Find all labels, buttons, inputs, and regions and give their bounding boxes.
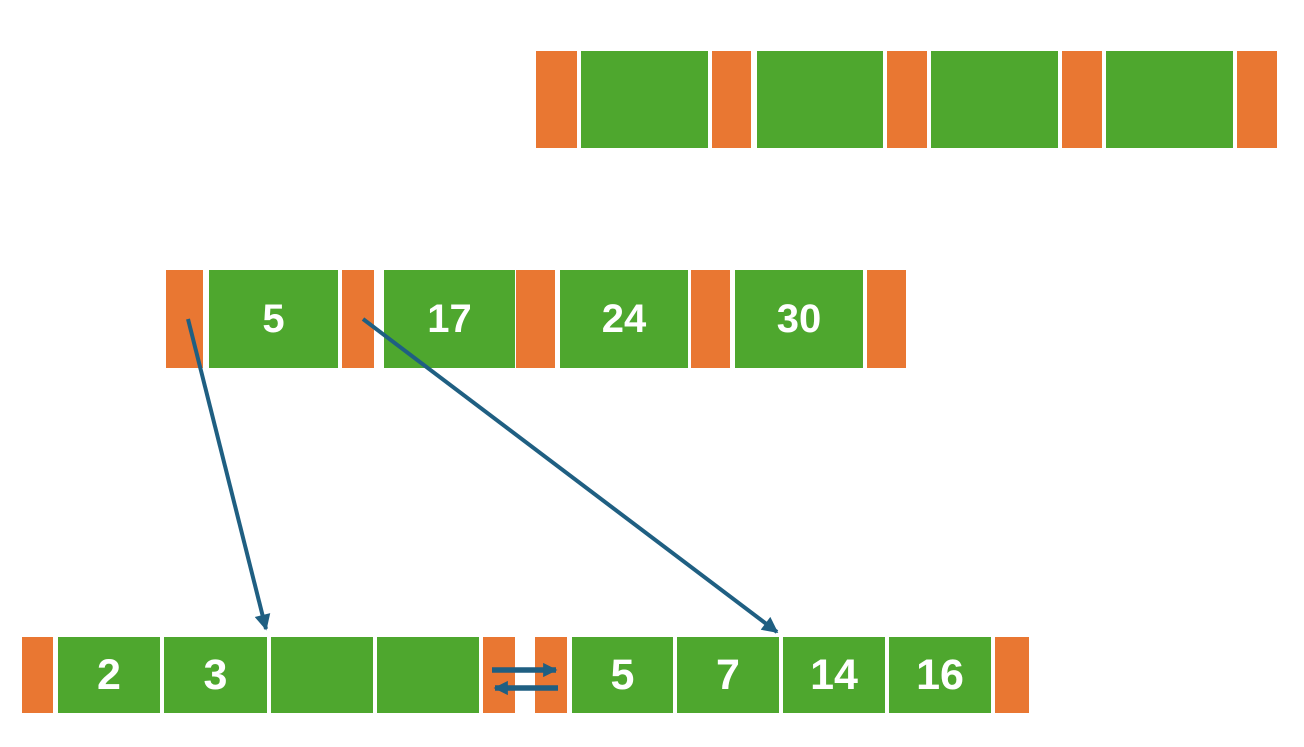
key-cell bbox=[271, 637, 373, 713]
key-cell: 2 bbox=[58, 637, 160, 713]
key-cell bbox=[581, 51, 708, 148]
pointer-cell bbox=[342, 270, 374, 368]
pointer-cell bbox=[712, 51, 751, 148]
key-cell: 7 bbox=[677, 637, 779, 713]
pointer-cell bbox=[1237, 51, 1277, 148]
pointer-cell bbox=[535, 637, 567, 713]
key-cell: 5 bbox=[209, 270, 338, 368]
key-cell: 17 bbox=[384, 270, 515, 368]
pointer-cell bbox=[867, 270, 906, 368]
key-cell: 14 bbox=[783, 637, 885, 713]
key-cell bbox=[757, 51, 883, 148]
pointer-cell bbox=[22, 637, 53, 713]
pointer-cell bbox=[887, 51, 927, 148]
pointer-cell bbox=[536, 51, 577, 148]
key-cell: 24 bbox=[560, 270, 688, 368]
key-cell: 3 bbox=[164, 637, 267, 713]
pointer-cell bbox=[1062, 51, 1102, 148]
key-cell bbox=[377, 637, 479, 713]
key-cell: 5 bbox=[572, 637, 673, 713]
pointer-cell bbox=[691, 270, 730, 368]
key-cell: 30 bbox=[735, 270, 863, 368]
pointer-cell bbox=[483, 637, 515, 713]
key-cell bbox=[1106, 51, 1233, 148]
pointer-cell bbox=[166, 270, 203, 368]
pointer-cell bbox=[516, 270, 555, 368]
key-cell: 16 bbox=[889, 637, 991, 713]
pointer-cell bbox=[995, 637, 1029, 713]
key-cell bbox=[931, 51, 1058, 148]
